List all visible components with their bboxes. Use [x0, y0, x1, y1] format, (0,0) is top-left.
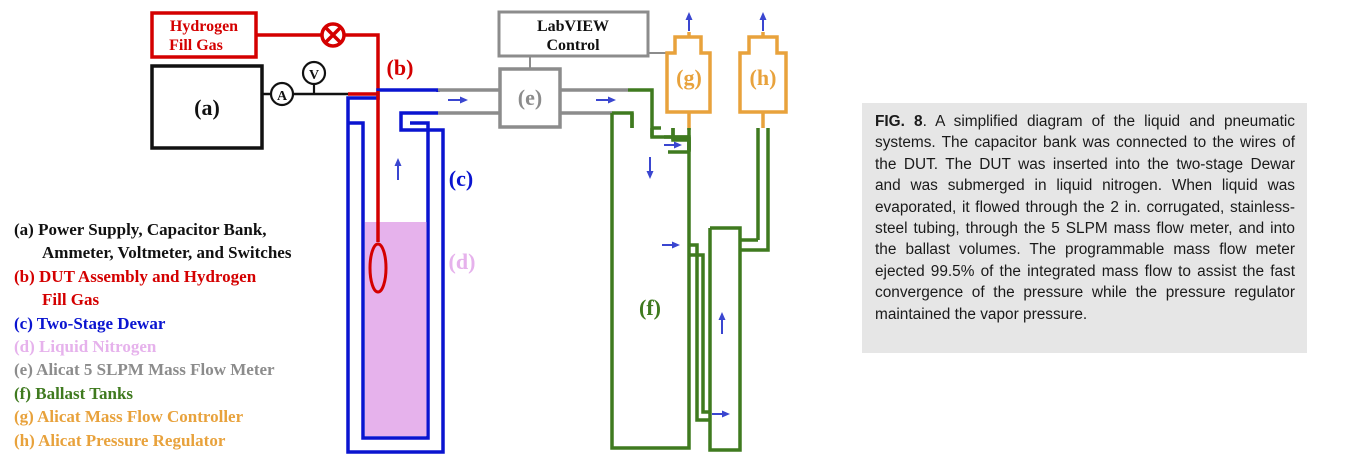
legend-line: (c) Two-Stage Dewar	[14, 313, 166, 333]
caption-text: . A simplified diagram of the liquid and…	[875, 113, 1296, 323]
legend-item-a: (a) Power Supply, Capacitor Bank, Ammete…	[14, 218, 291, 265]
legend-item-e: (e) Alicat 5 SLPM Mass Flow Meter	[14, 358, 291, 381]
pressure-regulator	[738, 32, 788, 128]
legend-item-h: (h) Alicat Pressure Regulator	[14, 429, 291, 452]
legend-line: Fill Gas	[42, 290, 100, 310]
power-supply-label: (a)	[194, 95, 220, 120]
caption-label: FIG. 8	[875, 113, 923, 130]
legend-item-c: (c) Two-Stage Dewar	[14, 312, 291, 335]
legend-item-d: (d) Liquid Nitrogen	[14, 335, 291, 358]
dewar-label: (c)	[449, 166, 473, 191]
legend-line: (d) Liquid Nitrogen	[14, 337, 157, 357]
tank-link-arrowhead	[672, 241, 680, 249]
dut-loop	[368, 242, 388, 294]
g-exhaust-arrowhead	[685, 12, 693, 20]
labview-label-2: Control	[546, 37, 600, 54]
legend-item-g: (g) Alicat Mass Flow Controller	[14, 405, 291, 428]
voltmeter-circle	[301, 60, 327, 86]
valve-cross-2	[324, 26, 342, 44]
flow-arrowhead-2	[608, 96, 616, 104]
legend-line: (f) Ballast Tanks	[14, 383, 134, 403]
legend-line: Ammeter, Voltmeter, and Switches	[42, 243, 292, 263]
legend: (a) Power Supply, Capacitor Bank, Ammete…	[14, 218, 291, 452]
labview-box	[497, 10, 650, 58]
labview-label-1: LabVIEW	[537, 18, 609, 35]
ballast-arrowhead-up	[718, 312, 726, 320]
hydrogen-fill-label-2: Fill Gas	[169, 37, 223, 54]
legend-line: (a) Power Supply, Capacitor Bank,	[14, 220, 267, 239]
ballast-arrowhead-down	[646, 171, 654, 179]
hydrogen-fill-label-1: Hydrogen	[170, 18, 238, 35]
liquid-nitrogen	[365, 222, 427, 436]
legend-line: (h) Alicat Pressure Regulator	[14, 430, 226, 450]
h-exhaust-arrowhead	[759, 12, 767, 20]
ballast-tanks-label: (f)	[639, 295, 661, 320]
flow-arrowhead-1	[460, 96, 468, 104]
power-supply-box	[150, 64, 264, 150]
ammeter-label: A	[277, 89, 288, 104]
legend-item-b: (b) DUT Assembly and Hydrogen Fill Gas	[14, 265, 291, 312]
mass-flow-controller	[665, 32, 712, 128]
liquid-nitrogen-label: (d)	[449, 249, 476, 274]
legend-line: (g) Alicat Mass Flow Controller	[14, 407, 244, 427]
legend-item-f: (f) Ballast Tanks	[14, 382, 291, 405]
mass-flow-meter-label: (e)	[518, 85, 542, 110]
dewar-flow-arrowhead	[394, 158, 402, 166]
legend-line: (e) Alicat 5 SLPM Mass Flow Meter	[14, 360, 275, 380]
labview-link-2	[647, 35, 667, 54]
figure-caption: FIG. 8. A simplified diagram of the liqu…	[862, 103, 1307, 353]
dut-label: (b)	[387, 55, 414, 80]
voltmeter-label: V	[309, 68, 319, 83]
g-inlet-arrowhead	[674, 141, 682, 149]
gray-pipe	[438, 88, 628, 115]
fill-gas-line-2	[344, 33, 380, 91]
tank2-inlet-arrowhead	[722, 410, 730, 418]
legend-line: (b) DUT Assembly and Hydrogen	[14, 266, 257, 286]
pressure-regulator-label: (h)	[750, 65, 777, 90]
mass-flow-controller-label: (g)	[676, 65, 702, 90]
